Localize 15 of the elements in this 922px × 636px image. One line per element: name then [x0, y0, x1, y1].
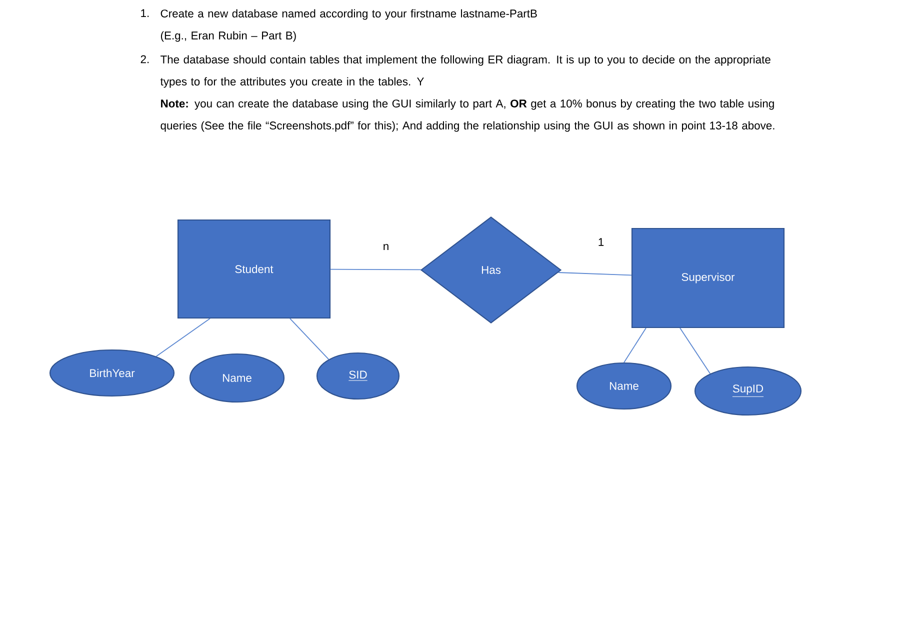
connector-line	[156, 318, 210, 357]
entity-box: Student	[177, 219, 331, 319]
connector-line	[558, 272, 632, 276]
connector-line	[624, 328, 646, 363]
instruction-text: Create a new database named according to your firstname lastname-PartB	[160, 9, 537, 20]
list-number: 2.	[140, 55, 149, 64]
instruction-text: Note: you can create the database using the GUI similarly to part A, OR get a 10% bonus by creating the two table using queries (See the file “Screenshots.pdf” for this); And adding the relationship using the GUI as shown in point 13-18 above.	[160, 99, 774, 132]
connector-line	[330, 268, 422, 270]
connector-line	[680, 328, 711, 374]
cardinality-label: n	[382, 242, 390, 252]
cardinality-label: 1	[596, 236, 606, 248]
connector-line	[290, 318, 330, 360]
instruction-text: (E.g., Eran Rubin – Part B)	[160, 31, 296, 42]
entity-box: Supervisor	[631, 228, 785, 328]
list-number: 1.	[141, 9, 149, 17]
